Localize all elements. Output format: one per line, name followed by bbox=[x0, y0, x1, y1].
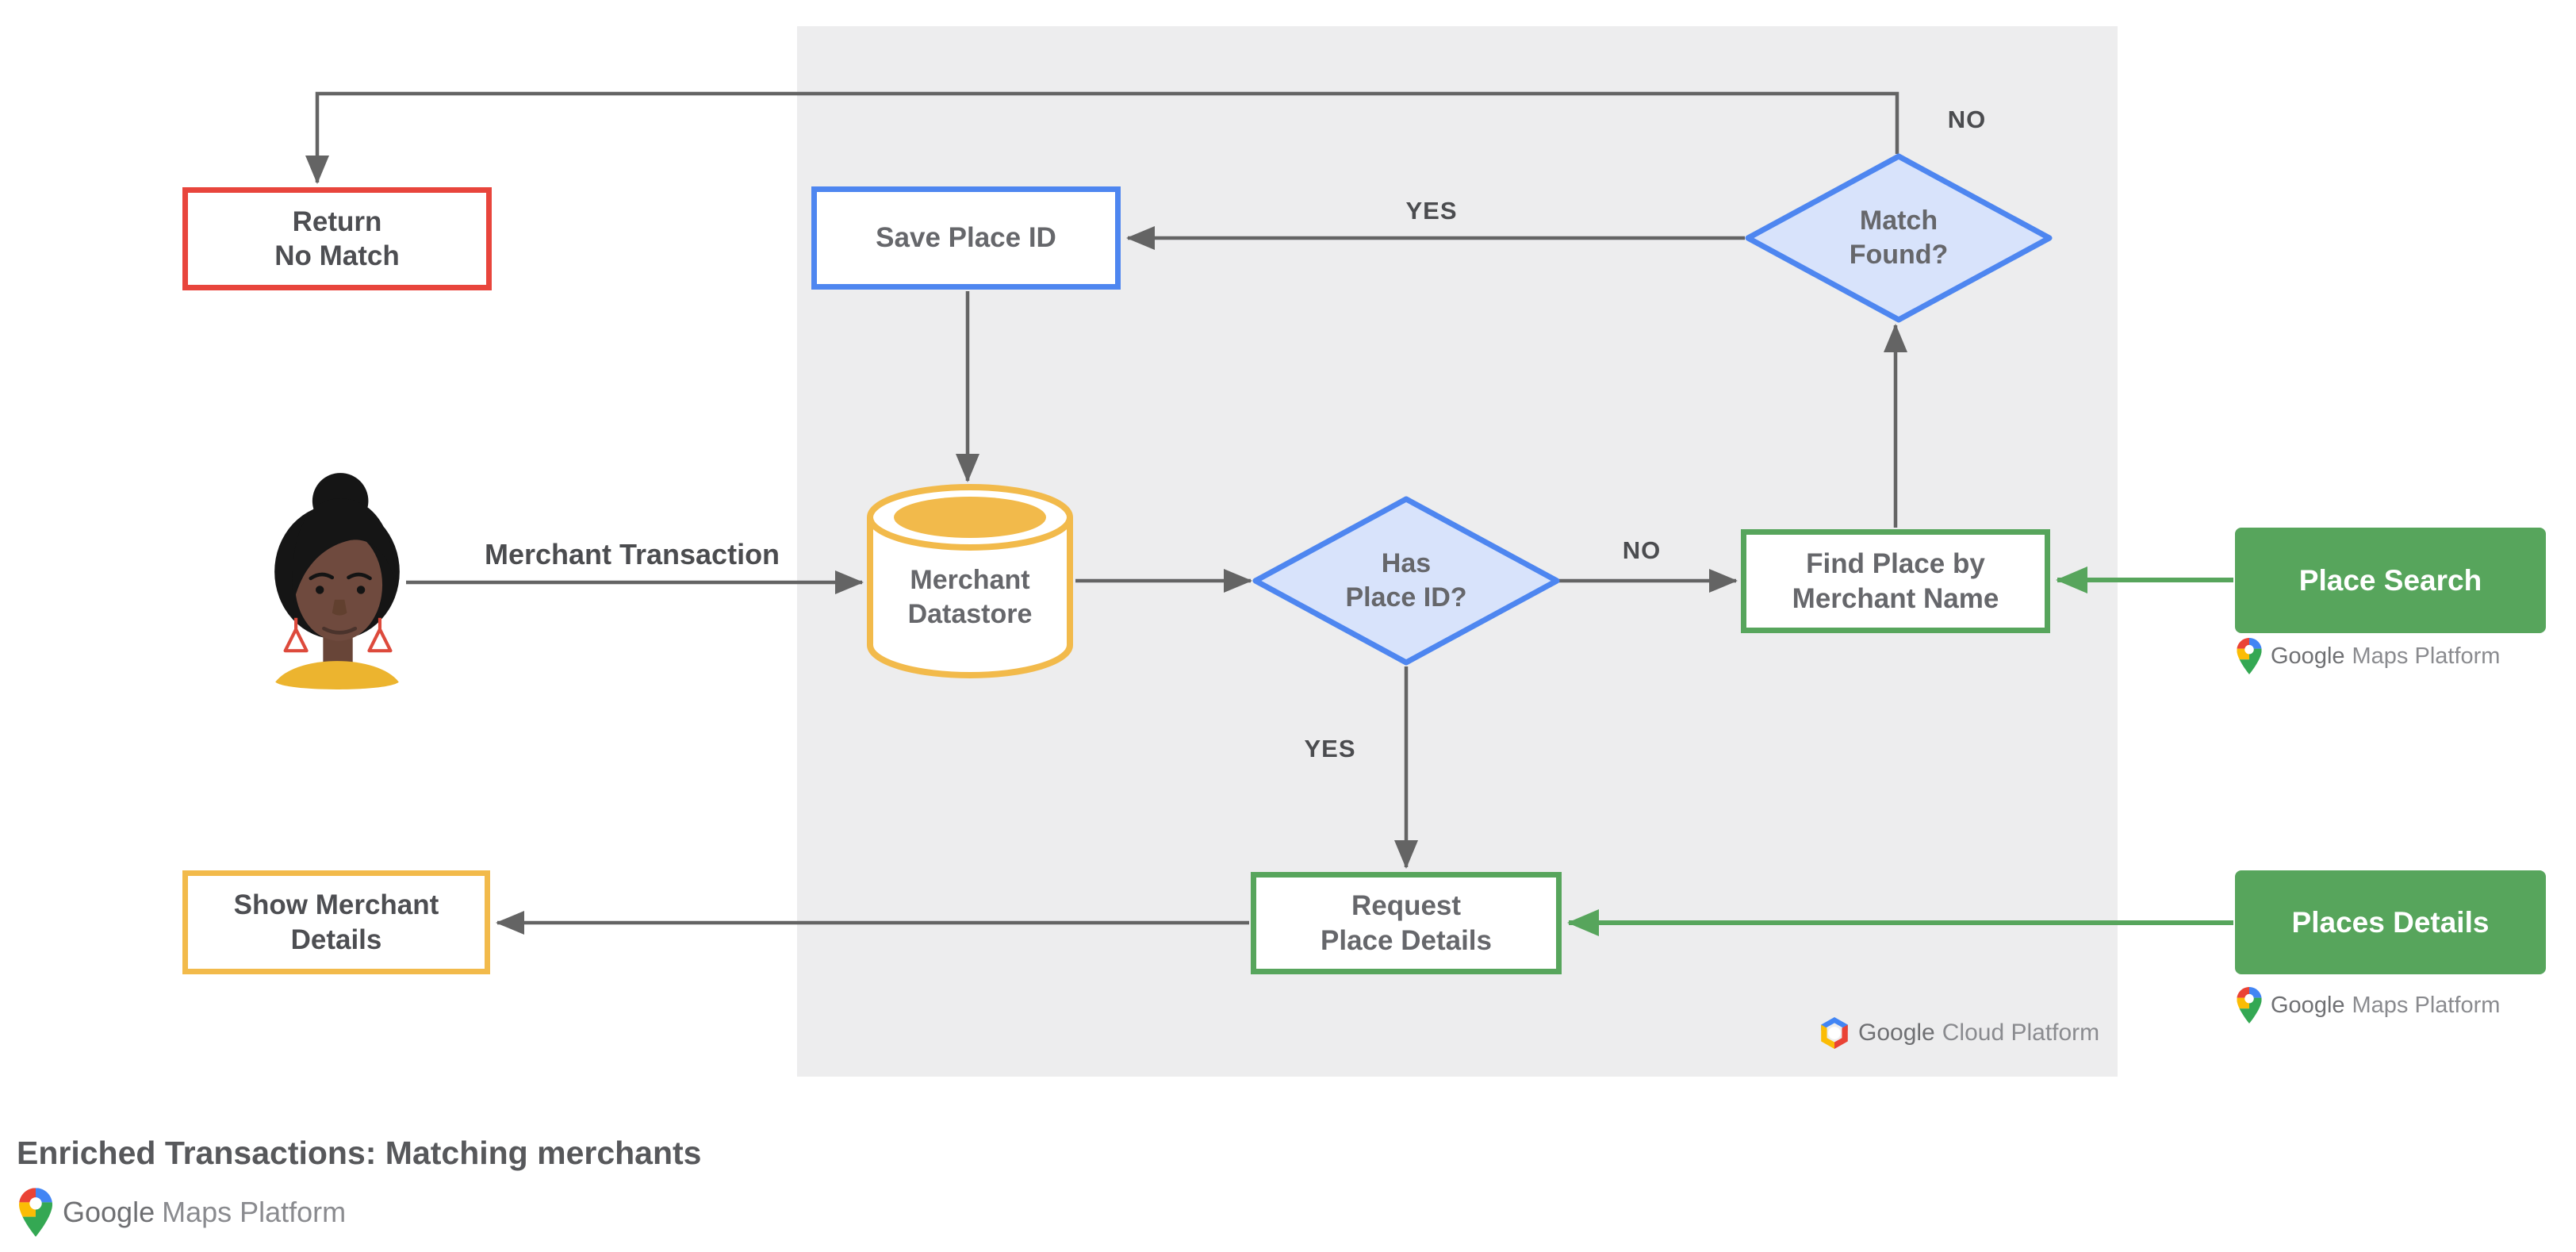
avatar-bangs bbox=[292, 498, 396, 604]
page-title: Enriched Transactions: Matching merchant… bbox=[17, 1135, 702, 1171]
match-found-no-label: NO bbox=[1947, 106, 1987, 133]
logo-google-text: Google bbox=[63, 1196, 155, 1228]
avatar-earring-left bbox=[283, 617, 309, 653]
connector-matchfound-no-to-return bbox=[305, 91, 1899, 184]
match-found-diamond bbox=[1745, 153, 2053, 323]
logo-product-text: Maps Platform bbox=[2352, 992, 2501, 1018]
find-place-by-merchant-name-node: Find Place by Merchant Name bbox=[1741, 529, 2050, 633]
show-merchant-details-node: Show Merchant Details bbox=[182, 870, 490, 974]
has-place-id-yes-label: YES bbox=[1304, 735, 1356, 762]
maps-pin-icon bbox=[2237, 638, 2262, 674]
logo-google-text: Google bbox=[2271, 643, 2345, 669]
request-place-details-node: Request Place Details bbox=[1251, 872, 1562, 974]
match-found-label: Match Found? bbox=[1849, 205, 1949, 270]
place-search-button[interactable]: Place Search bbox=[2235, 528, 2546, 633]
save-place-id-node: Save Place ID bbox=[811, 186, 1121, 290]
avatar-earring-right bbox=[367, 617, 393, 653]
logo-google-text: Google bbox=[1858, 1020, 1935, 1046]
has-place-id-label: Has Place ID? bbox=[1345, 548, 1467, 613]
customer-avatar bbox=[274, 473, 400, 689]
maps-pin-icon bbox=[19, 1188, 52, 1237]
avatar-shirt bbox=[275, 661, 399, 689]
merchant-datastore-cylinder bbox=[867, 484, 1073, 678]
logo-product-text: Maps Platform bbox=[2352, 643, 2501, 669]
gcp-hexagon-icon bbox=[1821, 1017, 1848, 1049]
places-details-button[interactable]: Places Details bbox=[2235, 870, 2546, 974]
maps-pin-icon bbox=[2237, 987, 2262, 1023]
has-place-id-diamond bbox=[1252, 496, 1560, 666]
match-found-yes-label: YES bbox=[1405, 197, 1458, 225]
maps-platform-logo-places-details: Google Maps Platform bbox=[2237, 985, 2500, 1025]
logo-product-text: Cloud Platform bbox=[1942, 1020, 2100, 1046]
google-cloud-platform-logo: Google Cloud Platform bbox=[1819, 1014, 2099, 1052]
logo-google-text: Google bbox=[2271, 992, 2345, 1018]
logo-product-text: Maps Platform bbox=[162, 1196, 347, 1228]
merchant-transaction-label: Merchant Transaction bbox=[484, 538, 780, 570]
has-place-id-no-label: NO bbox=[1622, 536, 1662, 564]
merchant-datastore-label: Merchant Datastore bbox=[907, 565, 1033, 629]
return-no-match-node: Return No Match bbox=[182, 187, 492, 290]
maps-platform-logo-place-search: Google Maps Platform bbox=[2237, 636, 2500, 676]
